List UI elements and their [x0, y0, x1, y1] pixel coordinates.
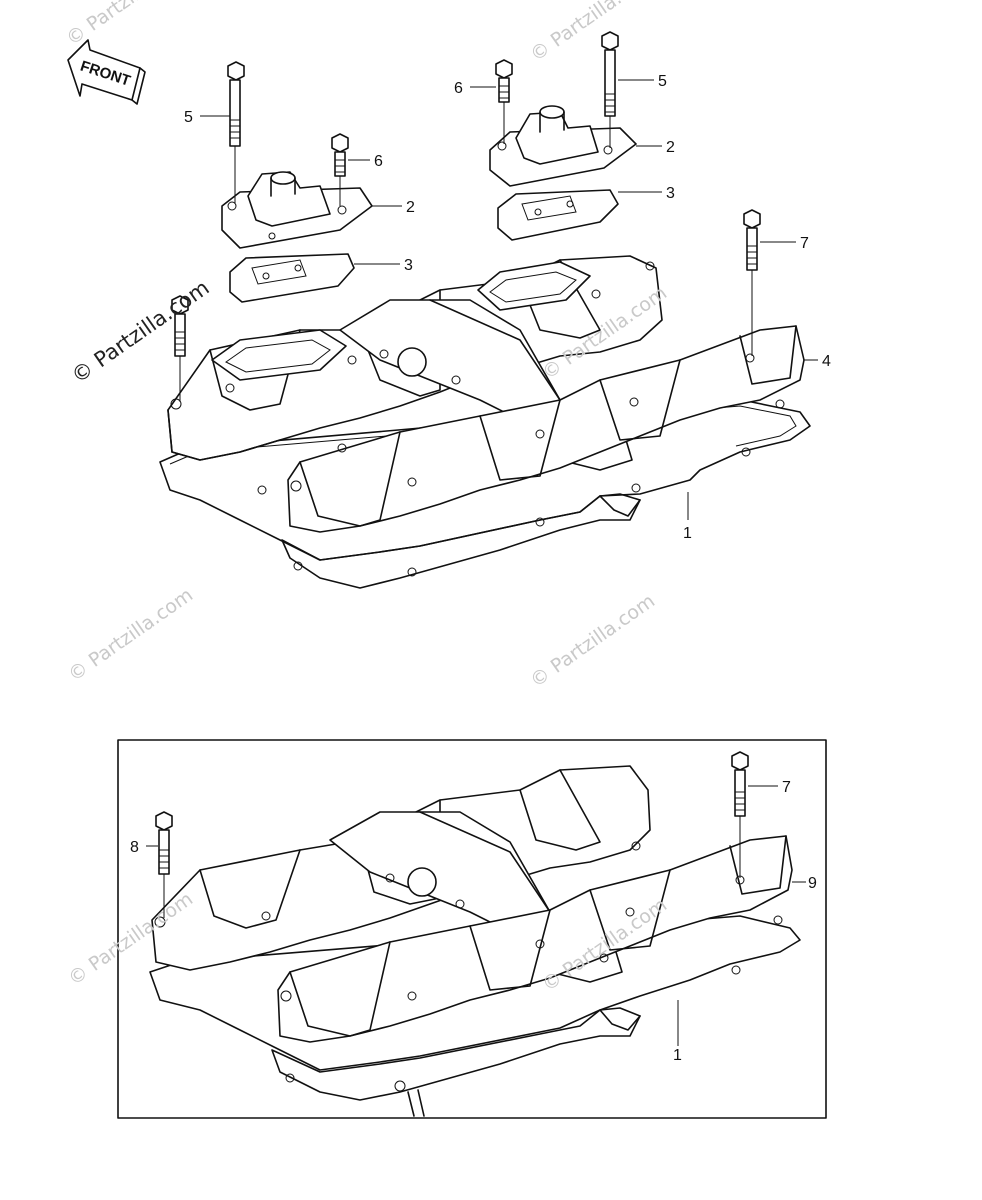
watermark-2: © Partzilla.com [526, 0, 659, 66]
bolt-5-left [227, 61, 245, 147]
bolt-7-lower [731, 751, 749, 817]
cover-front-body [287, 325, 805, 533]
bolt-7-upper [743, 209, 761, 271]
bolt-5-right [601, 31, 619, 117]
breather-cover-left [221, 171, 373, 249]
bolt-8-lower [155, 811, 173, 875]
gasket-holes-upper [257, 399, 785, 577]
watermark-3: © Partzilla.com [67, 275, 214, 388]
callout-breather-cover-right: 2 [666, 139, 675, 156]
callout-bolt-5-right: 5 [658, 73, 667, 90]
bolt-6-right [495, 59, 513, 103]
watermark-1: © Partzilla.com [62, 0, 195, 50]
callout-bolt-5-left: 5 [184, 109, 193, 126]
callout-breather-plate-right: 3 [666, 185, 675, 202]
lower-assembly: 7 8 9 1 [117, 739, 827, 1119]
bolt-6-left [331, 133, 349, 177]
callout-breather-plate-left: 3 [404, 257, 413, 274]
watermark-6: © Partzilla.com [526, 590, 659, 692]
lower-holes [154, 841, 783, 1092]
callout-bolt-8-lower: 8 [130, 839, 139, 856]
front-arrow-icon: FRONT [67, 39, 146, 105]
watermark-5: © Partzilla.com [64, 584, 197, 686]
breather-cover-right [489, 105, 637, 187]
callout-bolt-6-left: 6 [374, 153, 383, 170]
callout-bolt-7-upper: 7 [800, 235, 809, 252]
lower-assembly-frame [117, 739, 827, 1119]
breather-plate-right [497, 189, 619, 241]
callout-gasket-lower: 1 [673, 1047, 682, 1064]
callout-cover-lower: 9 [808, 875, 817, 892]
callout-gasket-upper: 1 [683, 525, 692, 542]
upper-assembly: 5 6 2 3 6 5 2 3 7 4 1 [159, 31, 831, 589]
callout-breather-cover-left: 2 [406, 199, 415, 216]
callout-bolt-7-lower: 7 [782, 779, 791, 796]
gasket-front [281, 493, 641, 589]
callout-bolt-6-right: 6 [454, 80, 463, 97]
breather-plate-left [229, 253, 355, 303]
callout-cover-upper: 4 [822, 353, 831, 370]
